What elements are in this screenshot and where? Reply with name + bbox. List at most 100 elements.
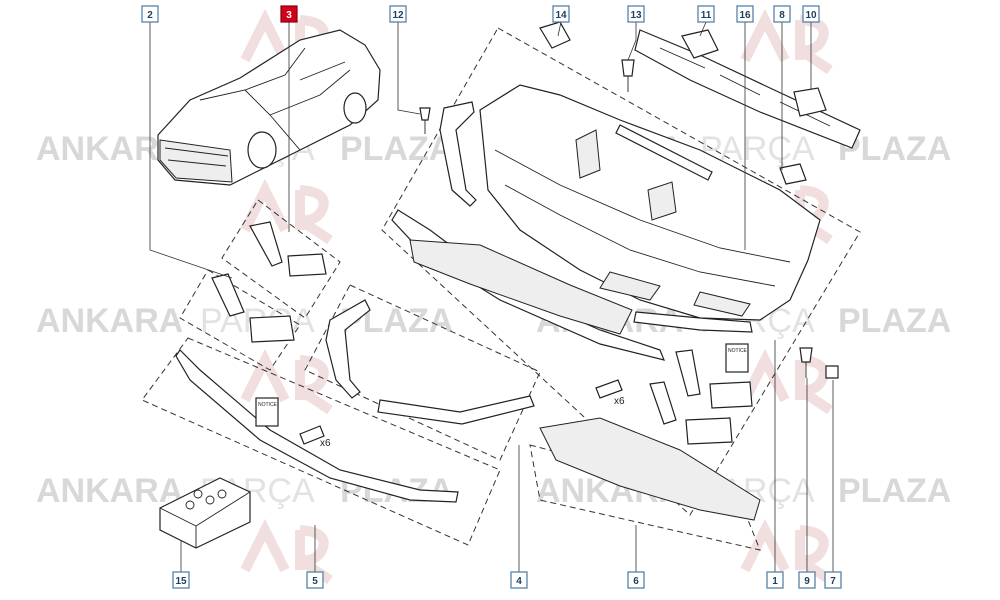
fog-cover-right-lower [685,417,733,445]
watermark-word-plaza: PLAZA [340,130,453,168]
callout-box[interactable] [773,5,791,23]
bracket-parts [539,21,827,221]
callout-number: 16 [739,10,751,21]
callout-box[interactable] [766,571,784,589]
callout-box[interactable] [280,5,298,23]
callout-number: 10 [805,10,817,21]
callout-number: 6 [633,576,639,587]
rivet-icon [595,379,623,399]
callout-number: 3 [286,10,292,21]
fog-cover-left-lower [249,315,295,343]
callout-3[interactable]: 3 [280,5,298,23]
grille-insert-left-lower [211,273,245,317]
callout-16[interactable]: 16 [736,5,754,23]
callout-box[interactable] [798,571,816,589]
fog-cover-right [709,381,753,409]
callout-14[interactable]: 14 [552,5,570,23]
side-strip-left [325,299,371,399]
lower-grille-strip [377,395,535,425]
watermark-word-plaza: PLAZA [838,472,951,510]
callout-box[interactable] [389,5,407,23]
callout-4[interactable]: 4 [510,571,528,589]
bracket-plate [647,181,677,221]
notice-card-icon [725,343,749,373]
callout-number: 12 [392,10,404,21]
watermark-word-ankara: ANKARA [36,302,183,340]
screw-item-13 [621,59,635,77]
side-strip-right [439,101,477,207]
callout-box[interactable] [736,5,754,23]
screws [419,59,839,379]
callout-9[interactable]: 9 [798,571,816,589]
callout-10[interactable]: 10 [802,5,820,23]
callout-6[interactable]: 6 [627,571,645,589]
grille-insert-left [249,221,283,267]
watermark-word-ankara: ANKARA [36,472,183,510]
grille-insert-right-lower [649,381,677,425]
bracket-plate [575,129,601,179]
callout-number: 7 [830,576,836,587]
splash-shield-upper [409,239,633,335]
callout-number: 15 [175,576,187,587]
callout-box[interactable] [802,5,820,23]
callout-number: 2 [147,10,153,21]
callout-box[interactable] [510,571,528,589]
callout-number: 14 [555,10,567,21]
notice-card-label: NOTICE [258,402,278,408]
group-outlines [141,27,861,551]
screw-item-9 [799,347,813,363]
callout-labels: 2 3 12 14 13 11 16 8 10 15 5 4 6 1 9 7 [141,5,842,589]
notice-card-label: NOTICE [728,348,748,354]
leader-lines [149,21,834,572]
callout-box[interactable] [824,571,842,589]
callout-number: 1 [772,576,778,587]
callout-number: 11 [701,10,712,21]
callout-number: 5 [312,576,318,587]
grille-insert-right [675,349,701,397]
bracket-item-8 [779,163,807,185]
lower-lip-item-5 [175,349,459,503]
callout-box[interactable] [627,571,645,589]
rivet-icon [299,425,325,445]
rivet-quantity-upper: x6 [614,396,625,407]
callout-number: 4 [516,576,522,587]
callout-13[interactable]: 13 [627,5,645,23]
watermark-logo-marks [240,8,833,585]
clip-item-7 [825,365,839,379]
callout-1[interactable]: 1 [766,571,784,589]
callout-box[interactable] [552,5,570,23]
callout-7[interactable]: 7 [824,571,842,589]
under-bumper-trim [633,311,753,333]
car-overview-illustration [157,29,381,186]
callout-box[interactable] [627,5,645,23]
callout-12[interactable]: 12 [389,5,407,23]
callout-number: 9 [804,576,810,587]
fog-cover-left [287,253,327,277]
callout-11[interactable]: 11 [697,5,715,23]
callout-15[interactable]: 15 [172,571,190,589]
callout-box[interactable] [306,571,324,589]
callout-number: 13 [630,10,642,21]
callout-box[interactable] [172,571,190,589]
fog-grille-parts [211,221,753,445]
callout-5[interactable]: 5 [306,571,324,589]
callout-box[interactable] [141,5,159,23]
watermark-row-bottom: ANKARA PARÇA PLAZA ANKARA PARÇA PLAZA [36,472,951,510]
callout-8[interactable]: 8 [773,5,791,23]
callout-2[interactable]: 2 [141,5,159,23]
watermark-word-plaza: PLAZA [838,302,951,340]
strip-parts [175,101,761,521]
hardware: x6 x6 NOTICE NOTICE [159,343,749,549]
splash-shield-lower-item-6 [539,417,761,521]
callout-number: 8 [779,10,785,21]
fastener-kit-box-icon [159,477,251,549]
bracket-item-11 [681,29,719,59]
callout-box[interactable] [697,5,715,23]
bracket-item-10 [793,87,827,117]
rivet-quantity-lower: x6 [320,438,331,449]
bracket-item-14 [539,21,571,49]
bracket-bar [615,124,713,181]
notice-card-icon [255,397,279,427]
screw-item-12 [419,107,431,121]
